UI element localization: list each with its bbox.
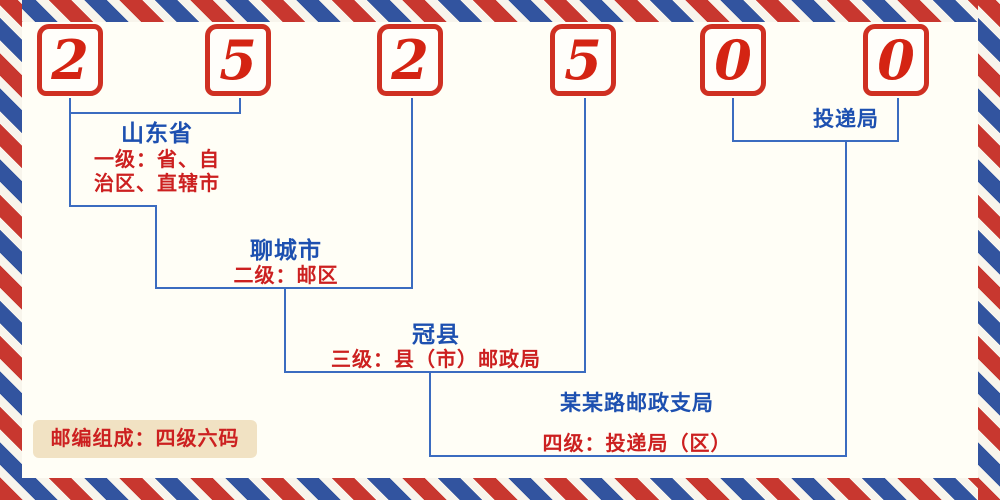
digit-2: 5 [219, 28, 257, 92]
digit-box-4: 5 [550, 24, 616, 96]
digit-box-6: 0 [863, 24, 929, 96]
level3-place-label: 冠县 [412, 321, 460, 347]
level1-place-label: 山东省 [121, 120, 193, 146]
connector-line-l4-right-vertical [845, 140, 847, 457]
connector-line-l3-right-vertical [584, 98, 586, 373]
level1-desc-line2: 治区、直辖市 [94, 173, 220, 195]
digit-5: 0 [714, 28, 752, 92]
connector-line-l2-right-vertical [411, 98, 413, 289]
level4-desc-label: 四级：投递局（区） [542, 433, 732, 455]
connector-line-delivery-bracket-horizontal [732, 140, 899, 142]
connector-line-l2-left-vertical [155, 205, 157, 289]
connector-line-l3-left-vertical [284, 287, 286, 373]
digit-3: 2 [391, 28, 429, 92]
airmail-border-left [0, 0, 22, 500]
airmail-border-top [0, 0, 1000, 22]
connector-line-delivery-bracket-right [897, 98, 899, 142]
delivery-bureau-label: 投递局 [813, 108, 879, 131]
digit-6: 0 [877, 28, 915, 92]
level2-desc-label: 二级：邮区 [233, 265, 339, 287]
digit-box-3: 2 [377, 24, 443, 96]
level3-desc-label: 三级：县（市）邮政局 [331, 349, 541, 371]
digit-box-2: 5 [205, 24, 271, 96]
connector-line-l3-horizontal [284, 371, 586, 373]
digit-box-5: 0 [700, 24, 766, 96]
level1-desc-line1: 一级：省、自 [94, 149, 220, 171]
connector-line-delivery-bracket-left [732, 98, 734, 142]
connector-line-l1-top-horizontal [69, 112, 241, 114]
connector-line-l1-left-vertical [69, 98, 71, 207]
digit-4: 5 [564, 28, 602, 92]
airmail-border-right [978, 0, 1000, 500]
connector-line-l1-right-vertical [239, 98, 241, 114]
digit-1: 2 [51, 28, 89, 92]
level4-place-label: 某某路邮政支局 [560, 392, 714, 415]
postal-code-composition-badge: 邮编组成：四级六码 [33, 420, 257, 458]
connector-line-l4-left-vertical [429, 371, 431, 457]
connector-line-l4-bottom-horizontal [429, 455, 847, 457]
connector-line-l1-bottom-horizontal [69, 205, 157, 207]
airmail-border-bottom [0, 478, 1000, 500]
level2-place-label: 聊城市 [250, 237, 322, 263]
digit-box-1: 2 [37, 24, 103, 96]
